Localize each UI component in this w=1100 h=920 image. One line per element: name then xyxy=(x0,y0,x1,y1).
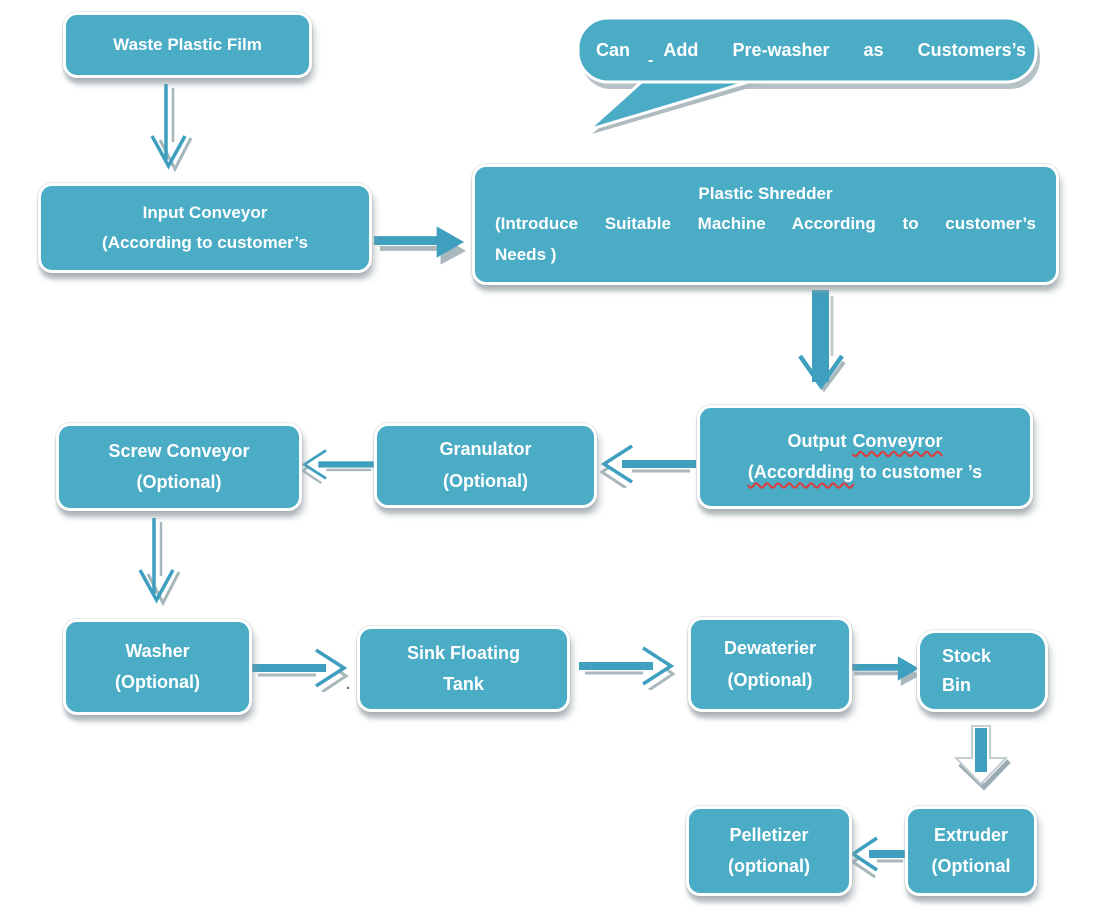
node-pelletizer-line2: (optional) xyxy=(728,856,810,876)
node-stock-bin: Stock Bin xyxy=(917,630,1048,712)
arrow-stock-to-extruder xyxy=(956,726,1009,787)
node-granulator-line1: Granulator xyxy=(439,439,532,459)
node-plastic-shredder-line3: Needs ) xyxy=(495,244,557,264)
node-input-conveyor: Input Conveyor (According to customer’s xyxy=(38,183,372,273)
node-waste-plastic-film-label: Waste Plastic Film xyxy=(113,35,262,55)
callout-bubble-shape xyxy=(576,16,1040,134)
node-sink-floating-tank-line2: Tank xyxy=(443,674,484,694)
node-plastic-shredder-line2: (Introduce Suitable Machine According to… xyxy=(495,214,1036,234)
node-granulator-line2: (Optional) xyxy=(443,470,528,491)
node-output-word4: to customer ’s xyxy=(859,462,983,482)
node-plastic-shredder-line1: Plastic Shredder xyxy=(698,183,833,203)
arrow-shredder-to-output xyxy=(800,290,844,389)
arrow-screw-to-washer xyxy=(138,518,180,605)
node-plastic-shredder: Plastic Shredder (Introduce Suitable Mac… xyxy=(472,164,1059,285)
arrow-output-to-granulator xyxy=(600,444,696,488)
callout-note-dash: - xyxy=(648,52,654,69)
arrow-waste-to-input xyxy=(150,84,192,171)
node-screw-conveyor: Screw Conveyor (Optional) xyxy=(56,423,302,511)
arrow-granulator-to-screw xyxy=(300,448,376,485)
node-dewaterier-line1: Dewaterier xyxy=(723,638,817,658)
stray-dot: . xyxy=(346,676,351,693)
node-washer: Washer (Optional) xyxy=(63,619,252,715)
arrow-sink-to-dewaterier xyxy=(577,646,675,690)
node-extruder-line2: (Optional xyxy=(931,856,1011,876)
node-extruder-line1: Extruder xyxy=(933,824,1009,845)
node-stock-bin-line1: Stock xyxy=(942,646,992,667)
node-screw-conveyor-line2: (Optional) xyxy=(136,472,222,492)
callout-note-text: Can Add Pre-washer as Customers’s xyxy=(596,40,1026,60)
node-output-word2-misspelled: Conveyror xyxy=(852,430,943,451)
arrow-input-to-shredder xyxy=(373,226,467,265)
node-input-conveyor-line1: Input Conveyor xyxy=(142,203,268,223)
node-output-word3-misspelled: (Accordding xyxy=(747,462,854,482)
node-dewaterier-line2: (Optional) xyxy=(727,669,813,690)
node-sink-floating-tank: Sink Floating Tank xyxy=(357,626,570,712)
arrow-washer-to-sink xyxy=(252,648,348,692)
node-pelletizer: Pelletizer (optional) xyxy=(686,806,852,896)
arrow-dewaterier-to-stock xyxy=(849,656,921,686)
node-pelletizer-line1: Pelletizer xyxy=(729,824,809,845)
node-granulator: Granulator (Optional) xyxy=(374,423,597,508)
node-output-word1: Output xyxy=(787,430,847,451)
node-waste-plastic-film: Waste Plastic Film xyxy=(63,12,312,78)
node-extruder: Extruder (Optional xyxy=(905,806,1037,896)
node-dewaterier: Dewaterier (Optional) xyxy=(688,617,852,712)
arrow-extruder-to-pelletizer xyxy=(851,836,905,878)
node-stock-bin-line2: Bin xyxy=(942,675,971,695)
node-washer-line2: (Optional) xyxy=(115,672,200,692)
node-washer-line1: Washer xyxy=(125,640,190,661)
node-screw-conveyor-line1: Screw Conveyor xyxy=(108,440,250,461)
node-sink-floating-tank-line1: Sink Floating xyxy=(406,642,520,663)
node-input-conveyor-line2: (According to customer’s xyxy=(102,233,308,252)
